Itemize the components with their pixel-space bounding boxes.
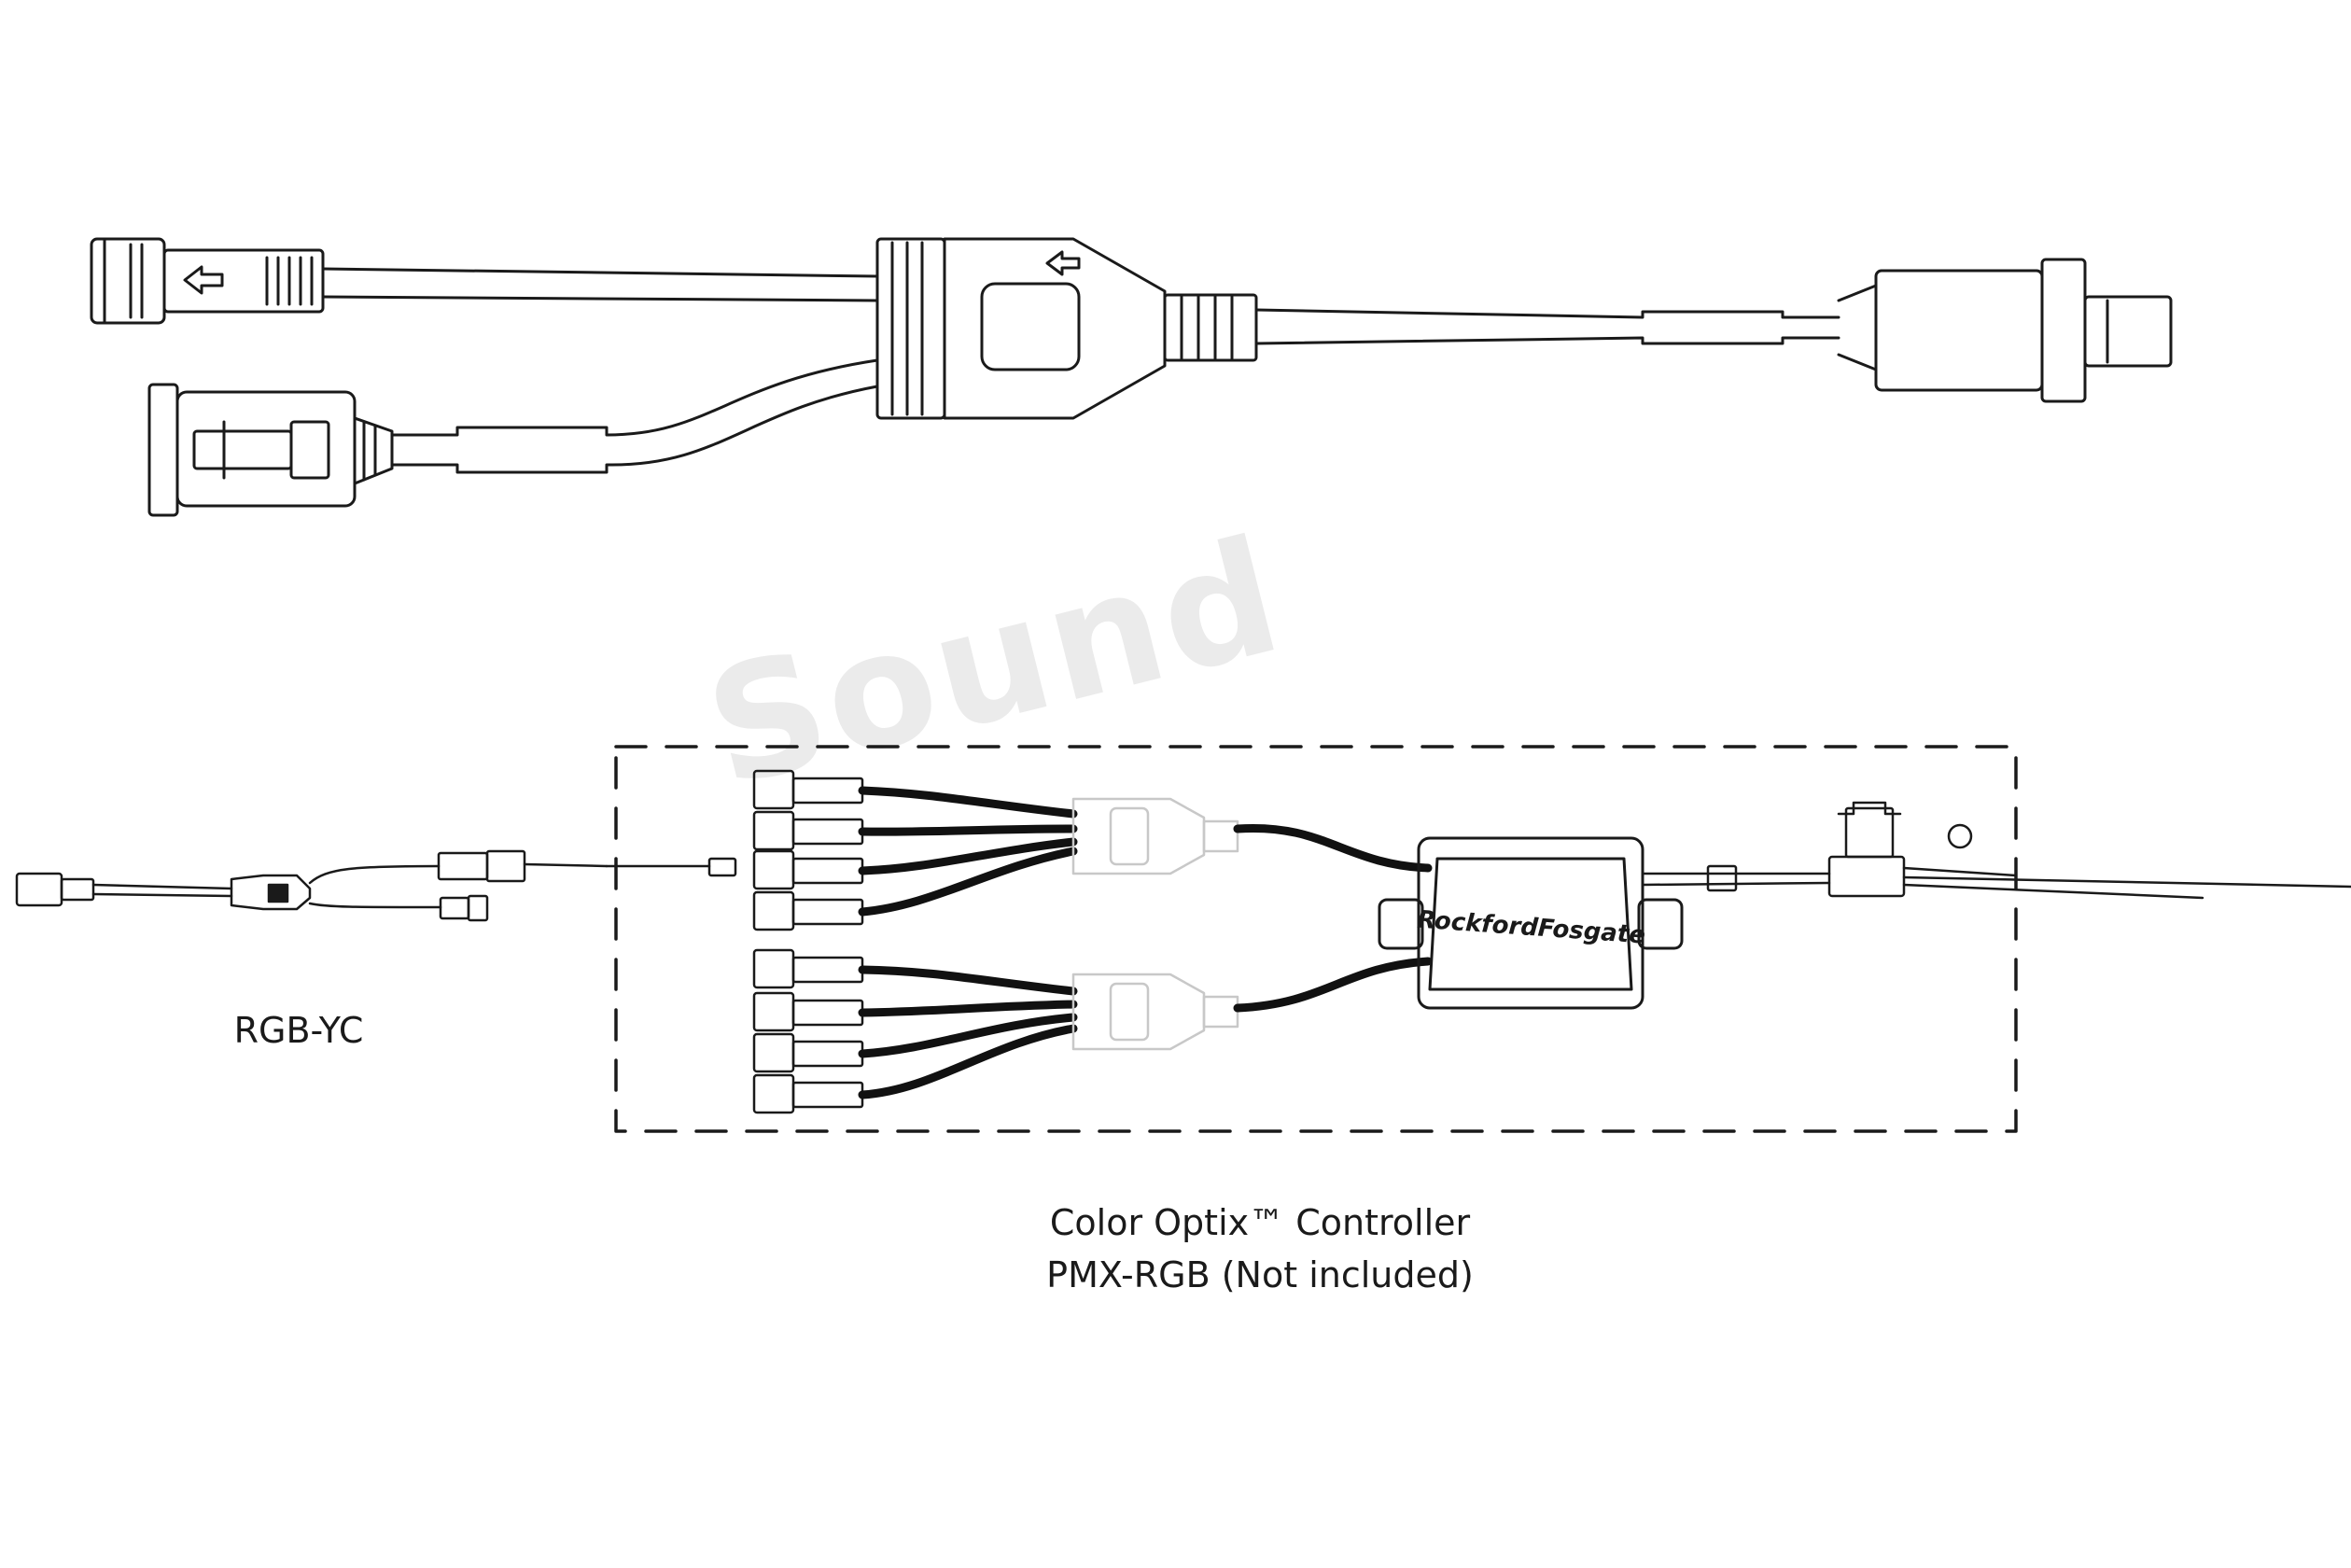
not-included-dashed-box bbox=[614, 745, 2018, 1133]
connector-lower-left bbox=[147, 383, 394, 517]
upper-feed-cable bbox=[1233, 823, 1433, 873]
controller-caption: Color Optix™ Controller PMX-RGB (Not inc… bbox=[980, 1197, 1540, 1301]
controller-caption-line2: PMX-RGB (Not included) bbox=[1046, 1254, 1474, 1295]
controller-box bbox=[1378, 836, 1684, 1010]
controller-brand-logo: RockfordFosgate bbox=[1416, 906, 1646, 950]
lower-splitter bbox=[1071, 973, 1239, 1051]
controller-caption-line1: Color Optix™ Controller bbox=[1049, 1202, 1471, 1243]
upper-thick-cables bbox=[858, 786, 1078, 917]
connector-upper-left bbox=[90, 237, 325, 325]
fuse-holder bbox=[1641, 801, 2351, 900]
rgb-yc-label: RGB-YC bbox=[233, 1010, 364, 1051]
upper-connector-bank bbox=[752, 769, 864, 931]
main-y-harness bbox=[90, 237, 2173, 517]
splitter-body bbox=[875, 237, 1258, 420]
pmx-rgb-controller-assembly bbox=[752, 769, 2351, 1114]
lower-connector-bank bbox=[752, 948, 864, 1114]
upper-splitter bbox=[1071, 797, 1239, 875]
lower-thick-cables bbox=[858, 965, 1078, 1099]
connector-right bbox=[1837, 258, 2173, 403]
lower-feed-cable bbox=[1233, 957, 1433, 1013]
rgb-yc-harness bbox=[15, 849, 737, 922]
